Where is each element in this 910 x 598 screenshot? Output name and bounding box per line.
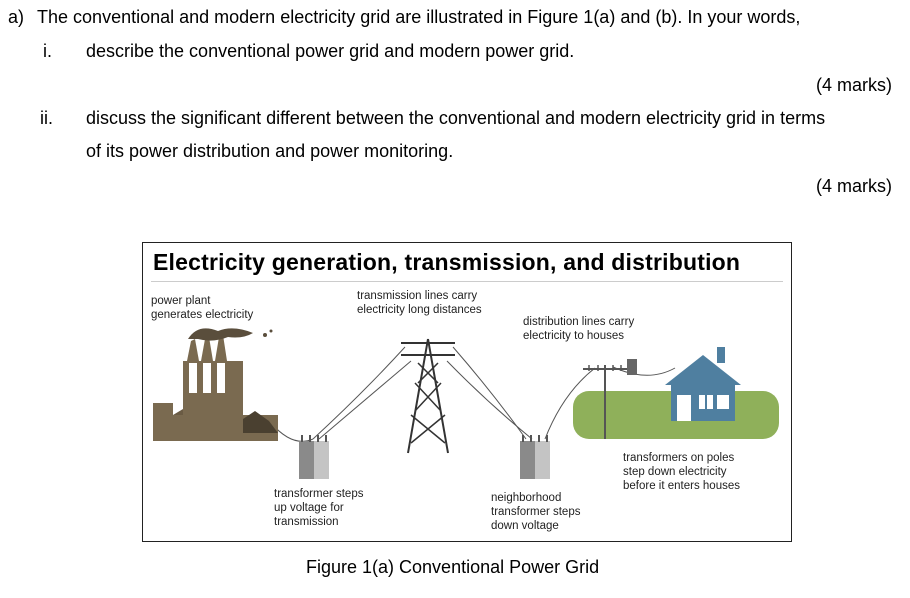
house-door — [677, 395, 691, 421]
transmission-wire-right-1 — [452, 346, 527, 440]
grid-illustration — [153, 328, 779, 479]
distribution-wire-1 — [544, 367, 596, 440]
label-neighborhood-transformer: neighborhood transformer steps down volt… — [491, 492, 581, 532]
item-ii-number: ii. — [40, 108, 53, 128]
transmission-wire-left-2 — [318, 360, 412, 440]
question-part-a: a) The conventional and modern electrici… — [8, 6, 800, 28]
transmission-wire-right-2 — [446, 360, 533, 440]
label-distribution-lines: distribution lines carry electricity to … — [523, 316, 635, 342]
label-step-up-transformer: transformer steps up voltage for transmi… — [274, 488, 364, 528]
item-ii-text-line-1: discuss the significant different betwee… — [86, 108, 826, 128]
utility-pole-icon — [583, 365, 627, 439]
item-i-number: i. — [43, 41, 52, 61]
label-power-plant: power plant generates electricity — [151, 295, 254, 321]
item-i-text: describe the conventional power grid and… — [86, 41, 575, 61]
transmission-wire-left-1 — [312, 346, 406, 440]
figure-title: Electricity generation, transmission, an… — [153, 249, 741, 275]
neighborhood-transformer-icon — [520, 435, 550, 479]
item-ii-text-line-2: of its power distribution and power moni… — [86, 141, 454, 161]
part-label: a) — [8, 7, 25, 27]
label-pole-transformers: transformers on poles step down electric… — [623, 452, 740, 492]
step-up-transformer-icon — [299, 435, 329, 479]
question-intro: The conventional and modern electricity … — [37, 7, 801, 27]
house-icon — [665, 347, 741, 421]
item-ii-marks: (4 marks) — [816, 176, 892, 196]
figure-caption: Figure 1(a) Conventional Power Grid — [306, 557, 600, 577]
item-i-marks: (4 marks) — [816, 75, 892, 95]
label-transmission-lines: transmission lines carry electricity lon… — [357, 290, 482, 316]
figure-electricity-grid: Electricity generation, transmission, an… — [142, 242, 792, 542]
figure-title-rule — [151, 281, 783, 282]
power-plant-icon — [153, 328, 278, 441]
smoke-icon — [188, 328, 253, 341]
power-lines — [270, 346, 676, 442]
transmission-tower-icon — [401, 338, 455, 454]
pole-transformer-icon — [627, 359, 637, 375]
